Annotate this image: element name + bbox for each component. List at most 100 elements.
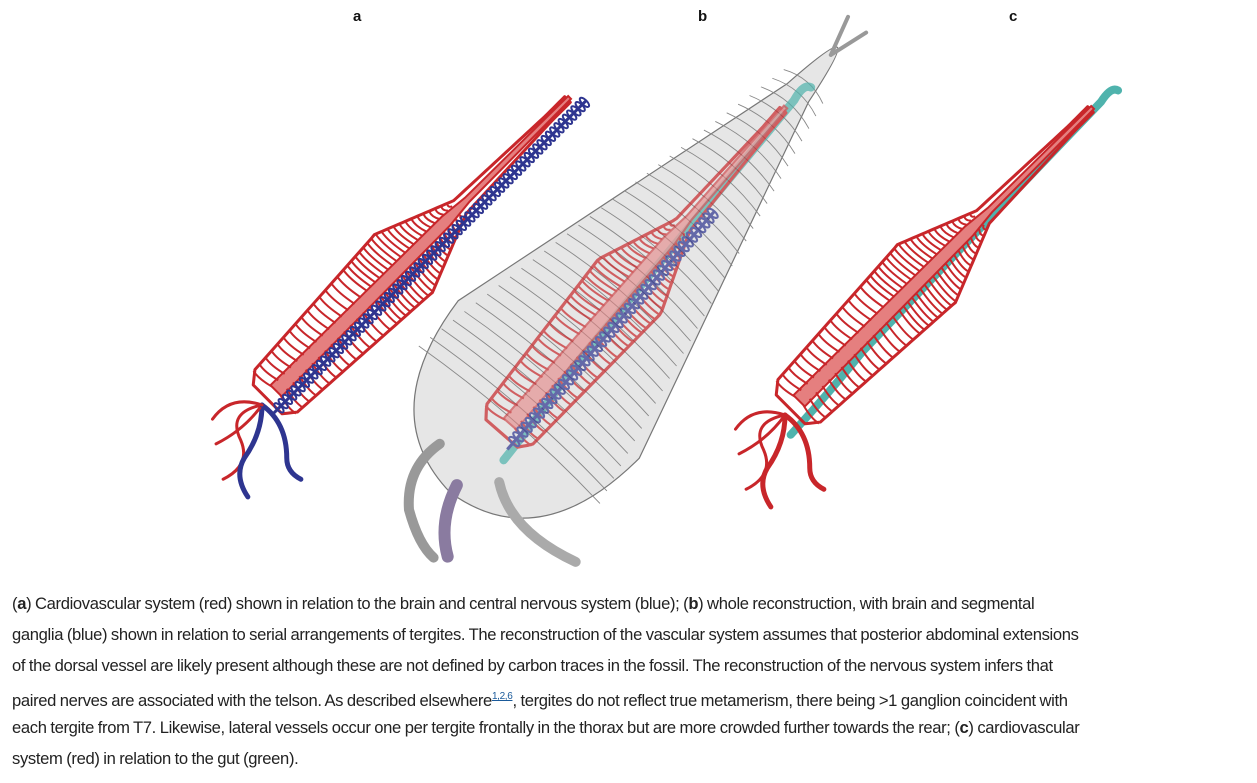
lateral-vessel [383, 290, 407, 317]
lateral-vessel [902, 304, 926, 331]
lateral-vessel [957, 218, 967, 226]
lateral-vessel [602, 256, 630, 279]
lateral-vessel [581, 279, 610, 302]
lateral-vessel [978, 228, 984, 237]
lateral-vessel [620, 247, 643, 264]
lateral-vessel [853, 292, 879, 315]
lateral-vessel [288, 330, 311, 350]
lateral-vessel [970, 237, 979, 249]
lateral-vessel [422, 213, 436, 225]
lateral-vessel [569, 294, 597, 317]
lateral-vessel [252, 370, 273, 388]
lateral-vessel [969, 213, 976, 218]
lateral-vessel [891, 315, 914, 341]
lateral-vessel [821, 385, 840, 407]
lateral-vessel [530, 344, 556, 364]
lateral-vessel [802, 404, 820, 425]
caption-line: ganglia (blue) shown in relation to seri… [12, 625, 1079, 644]
lateral-vessel [939, 226, 955, 239]
lateral-vessel [416, 216, 432, 229]
head-appendage [221, 403, 264, 481]
lateral-vessel [936, 270, 959, 296]
head-appendage [259, 402, 304, 482]
lateral-vessel [893, 247, 921, 273]
lateral-vessel [525, 352, 550, 371]
lateral-vessel [910, 296, 935, 323]
lateral-vessel [300, 316, 324, 337]
lateral-vessel [982, 224, 987, 231]
panel-a-drawing [211, 94, 591, 500]
reference-link[interactable]: 1,2,6 [491, 691, 513, 702]
lateral-vessel [873, 270, 900, 294]
lateral-vessel [413, 260, 436, 286]
lateral-vessel [554, 314, 581, 336]
head-appendage [237, 402, 265, 500]
caption-line: (a) Cardiovascular system (red) shown in… [12, 594, 1035, 613]
lateral-vessel [507, 374, 531, 393]
tergite [783, 69, 824, 104]
lateral-vessel [408, 265, 433, 292]
proboscis [438, 479, 463, 563]
lateral-vessel [626, 244, 647, 260]
lateral-vessel [336, 276, 362, 299]
lateral-vessel [921, 233, 942, 252]
lateral-vessel [853, 353, 874, 377]
head-appendage [734, 410, 787, 431]
lateral-vessel [885, 321, 908, 347]
lateral-vessel [817, 333, 840, 353]
vascular-outline [484, 105, 788, 449]
lateral-vessel [440, 206, 449, 212]
lateral-vessel [565, 299, 593, 321]
caption-line: paired nerves are associated with the te… [12, 691, 1068, 710]
lateral-vessel [577, 284, 605, 307]
lateral-vessel [904, 241, 930, 264]
lateral-vessel [885, 256, 913, 281]
lateral-vessel [446, 203, 453, 208]
lateral-vessel [387, 286, 412, 313]
vascular-outline [774, 105, 1095, 426]
caption-label-a: a [17, 594, 27, 613]
lateral-vessel [342, 269, 368, 292]
lateral-vessel [931, 275, 956, 302]
lateral-vessel [840, 366, 860, 389]
lateral-vessel [370, 237, 398, 263]
lateral-vessel [375, 299, 398, 325]
lateral-vessel [404, 221, 423, 237]
lateral-vessel [866, 340, 887, 365]
lateral-vessel [781, 373, 802, 392]
head-appendage [211, 400, 264, 421]
lateral-vessel [428, 211, 440, 220]
lateral-vessel [346, 264, 373, 288]
lateral-vessel [775, 380, 796, 398]
lateral-vessel [948, 258, 967, 279]
lateral-vessel [318, 296, 343, 318]
lateral-vessel [799, 353, 821, 373]
lateral-vessel [898, 309, 921, 335]
head-appendage [214, 403, 264, 446]
lateral-vessel [592, 264, 622, 288]
lateral-vessel [662, 226, 671, 231]
lateral-vessel [400, 273, 425, 301]
frontal-appendage [403, 438, 445, 563]
head-appendage [782, 412, 827, 492]
ganglion [578, 96, 591, 108]
lateral-vessel [588, 269, 618, 293]
lateral-vessel [614, 250, 639, 269]
lateral-vessel [881, 261, 908, 286]
lateral-vessel [650, 232, 663, 241]
caption-line: of the dorsal vessel are likely present … [12, 656, 1053, 675]
lateral-vessel [787, 367, 809, 385]
lateral-vessel [350, 260, 377, 284]
lateral-vessel [945, 223, 959, 235]
panel-label-a: a [353, 8, 362, 25]
lateral-vessel [375, 234, 402, 259]
lateral-vessel [644, 235, 659, 245]
lateral-vessel [366, 242, 394, 267]
frontal-appendage [494, 477, 581, 567]
lateral-vessel [919, 287, 944, 315]
lateral-vessel [944, 262, 964, 285]
lateral-vessel [811, 340, 834, 360]
lateral-vessel [270, 350, 292, 369]
lateral-vessel [548, 322, 574, 343]
lateral-vessel [490, 397, 512, 414]
